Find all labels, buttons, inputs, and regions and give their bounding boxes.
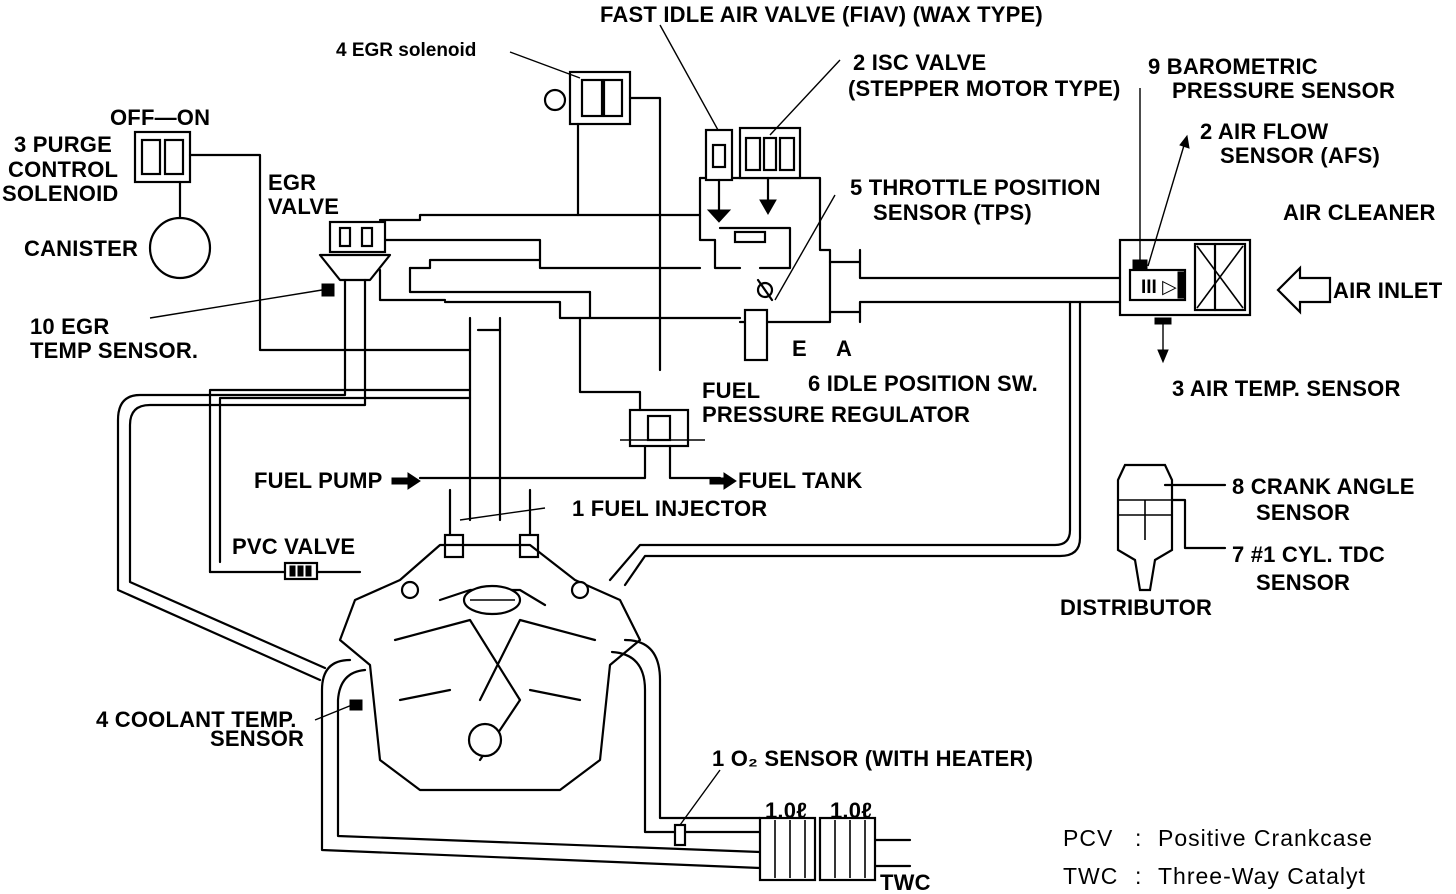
label-baro-2: PRESSURE SENSOR <box>1172 78 1395 103</box>
label-purge-1: 3 PURGE <box>14 132 112 157</box>
legend: PCV : Positive Crankcase TWC : Three-Way… <box>1063 825 1373 889</box>
svg-text:III ▷: III ▷ <box>1141 277 1177 298</box>
label-twc-tag: TWC <box>880 870 931 894</box>
breather-hose <box>116 300 1082 682</box>
label-e-terminal: E <box>792 336 807 361</box>
egr-valve <box>318 220 392 392</box>
label-afs-2: SENSOR (AFS) <box>1220 143 1380 168</box>
label-pvc: PVC VALVE <box>232 534 355 559</box>
canister <box>148 180 212 280</box>
label-fiav: FAST IDLE AIR VALVE (FIAV) (WAX TYPE) <box>600 2 1043 27</box>
label-egr-solenoid: 4 EGR solenoid <box>336 40 476 61</box>
label-coolant-1: 4 COOLANT TEMP. <box>96 707 297 732</box>
label-injector: 1 FUEL INJECTOR <box>572 496 767 521</box>
label-o2: 1 O₂ SENSOR (WITH HEATER) <box>712 746 1033 771</box>
egr-solenoid <box>543 70 662 372</box>
legend-abbr-twc: TWC <box>1063 863 1118 889</box>
engine-block <box>338 543 642 792</box>
legend-sep-pcv: : <box>1135 825 1142 851</box>
label-fpr-1: FUEL <box>702 378 760 403</box>
label-purge-2: CONTROL <box>8 157 118 182</box>
label-tps-1: 5 THROTTLE POSITION <box>850 175 1101 200</box>
o2-sensor <box>673 769 721 847</box>
label-coolant-2: SENSOR <box>210 726 304 751</box>
label-idle-sw: 6 IDLE POSITION SW. <box>808 371 1038 396</box>
catalytic-converter <box>758 816 877 882</box>
label-fuel-pump: FUEL PUMP <box>254 468 383 493</box>
label-off-on: OFF—ON <box>110 105 210 130</box>
isc-stepper-valve <box>738 126 802 216</box>
air-inlet-arrow-icon <box>1276 265 1332 315</box>
air-cleaner <box>1118 238 1252 317</box>
label-air-inlet: AIR INLET <box>1333 278 1443 303</box>
throttle-position-sensor <box>756 278 774 302</box>
fiav-valve <box>704 128 734 223</box>
fuel-tank-arrow-icon <box>709 472 737 490</box>
label-fuel-tank: FUEL TANK <box>738 468 862 493</box>
label-cat-1: 1.0ℓ <box>765 798 807 823</box>
label-distributor: DISTRIBUTOR <box>1060 595 1212 620</box>
fuel-injectors <box>443 488 546 559</box>
pcv-valve <box>208 388 472 581</box>
label-baro-1: 9 BAROMETRIC <box>1148 54 1318 79</box>
label-cat-2: 1.0ℓ <box>830 798 872 823</box>
coolant-temp-sensor <box>314 699 363 721</box>
intake-duct <box>828 248 1122 324</box>
label-isc-valve-1: 2 ISC VALVE <box>853 50 986 75</box>
label-tdc-1: 7 #1 CYL. TDC <box>1232 542 1385 567</box>
fuel-pressure-regulator <box>418 316 722 480</box>
purge-control-solenoid <box>133 130 472 352</box>
fuel-pump-arrow-icon <box>391 472 421 490</box>
label-egr-temp-2: TEMP SENSOR. <box>30 338 198 363</box>
air-flow-sensor: III ▷ <box>1128 268 1187 302</box>
label-egr-valve-2: VALVE <box>268 194 339 219</box>
exhaust-system <box>320 638 912 870</box>
intake-plenum <box>378 213 742 522</box>
label-purge-3: SOLENOID <box>2 181 119 206</box>
label-tps-2: SENSOR (TPS) <box>873 200 1032 225</box>
label-isc-valve-2: (STEPPER MOTOR TYPE) <box>848 76 1121 101</box>
label-air-temp: 3 AIR TEMP. SENSOR <box>1172 376 1401 401</box>
label-tdc-2: SENSOR <box>1256 570 1350 595</box>
label-crank-1: 8 CRANK ANGLE <box>1232 474 1415 499</box>
legend-sep-twc: : <box>1135 863 1142 889</box>
label-afs-1: 2 AIR FLOW <box>1200 119 1328 144</box>
distributor <box>1116 463 1227 592</box>
label-a-terminal: A <box>836 336 852 361</box>
label-egr-temp-1: 10 EGR <box>30 314 109 339</box>
label-fpr-2: PRESSURE REGULATOR <box>702 402 970 427</box>
air-temp-sensor <box>1154 317 1172 364</box>
label-egr-valve-1: EGR <box>268 170 316 195</box>
throttle-body <box>698 176 832 362</box>
barometric-sensor <box>1132 88 1148 271</box>
label-canister: CANISTER <box>24 236 138 261</box>
legend-text-pcv: Positive Crankcase <box>1158 825 1373 851</box>
egr-temp-sensor <box>321 283 335 297</box>
legend-text-twc: Three-Way Catalyt <box>1158 863 1366 889</box>
label-crank-2: SENSOR <box>1256 500 1350 525</box>
label-air-cleaner: AIR CLEANER <box>1283 200 1436 225</box>
legend-abbr-pcv: PCV <box>1063 825 1113 851</box>
